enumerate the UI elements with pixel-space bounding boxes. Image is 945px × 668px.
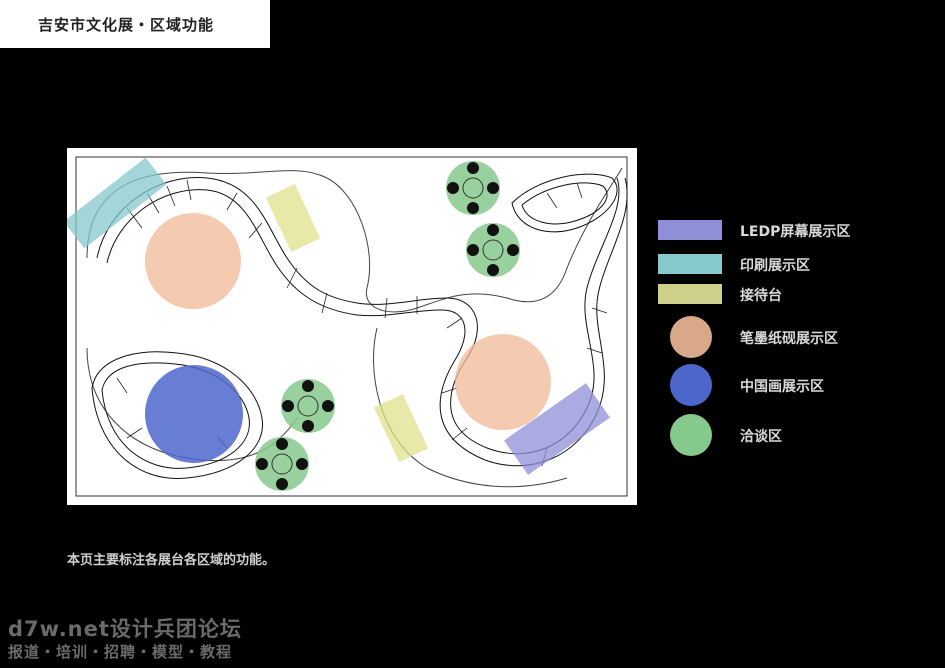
zone-brush-ink-2 <box>455 334 551 430</box>
legend-item-chinese-painting: 中国画展示区 <box>658 364 928 406</box>
floor-plan <box>67 148 637 505</box>
legend-label-chinese-painting: 中国画展示区 <box>740 379 824 395</box>
legend-label-print: 印刷展示区 <box>740 258 810 274</box>
legend: LEDP屏幕展示区 印刷展示区 接待台 笔墨纸砚展示区 中国画展示区 洽谈区 <box>658 214 928 474</box>
legend-item-negotiation: 洽谈区 <box>658 414 928 456</box>
title-box: 吉安市文化展・区域功能 <box>0 0 270 48</box>
zone-chinese-painting <box>145 365 243 463</box>
watermark-site: d7w.net设计兵团论坛 <box>8 617 242 641</box>
legend-swatch-negotiation <box>670 414 712 456</box>
plan-border <box>75 156 628 497</box>
envelope-top <box>86 167 623 313</box>
legend-item-print: 印刷展示区 <box>658 254 928 294</box>
negotiation-tables <box>255 161 520 491</box>
legend-swatch-brush-ink <box>670 316 712 358</box>
zone-ledp-screen <box>503 383 611 475</box>
caption: 本页主要标注各展台各区域的功能。 <box>67 553 276 568</box>
wireframe-band <box>91 173 628 479</box>
legend-swatch-print <box>658 254 722 274</box>
legend-swatch-ledp <box>658 220 722 240</box>
legend-item-brush-ink: 笔墨纸砚展示区 <box>658 316 928 358</box>
zone-reception-1 <box>265 184 321 252</box>
zone-reception-2 <box>373 394 429 462</box>
legend-swatch-chinese-painting <box>670 364 712 406</box>
legend-label-brush-ink: 笔墨纸砚展示区 <box>740 331 838 347</box>
envelope-bottom <box>373 327 568 488</box>
watermark-tagline: 报道・培训・招聘・模型・教程 <box>8 643 233 661</box>
floor-plan-drawing <box>67 156 628 497</box>
page-title: 吉安市文化展・区域功能 <box>38 16 215 34</box>
legend-label-ledp: LEDP屏幕展示区 <box>740 224 851 240</box>
legend-item-reception: 接待台 <box>658 284 928 324</box>
zone-brush-ink-1 <box>145 213 241 309</box>
legend-item-ledp: LEDP屏幕展示区 <box>658 220 928 260</box>
zone-print-display <box>67 157 167 249</box>
legend-label-reception: 接待台 <box>740 288 782 304</box>
legend-label-negotiation: 洽谈区 <box>740 429 782 445</box>
legend-swatch-reception <box>658 284 722 304</box>
